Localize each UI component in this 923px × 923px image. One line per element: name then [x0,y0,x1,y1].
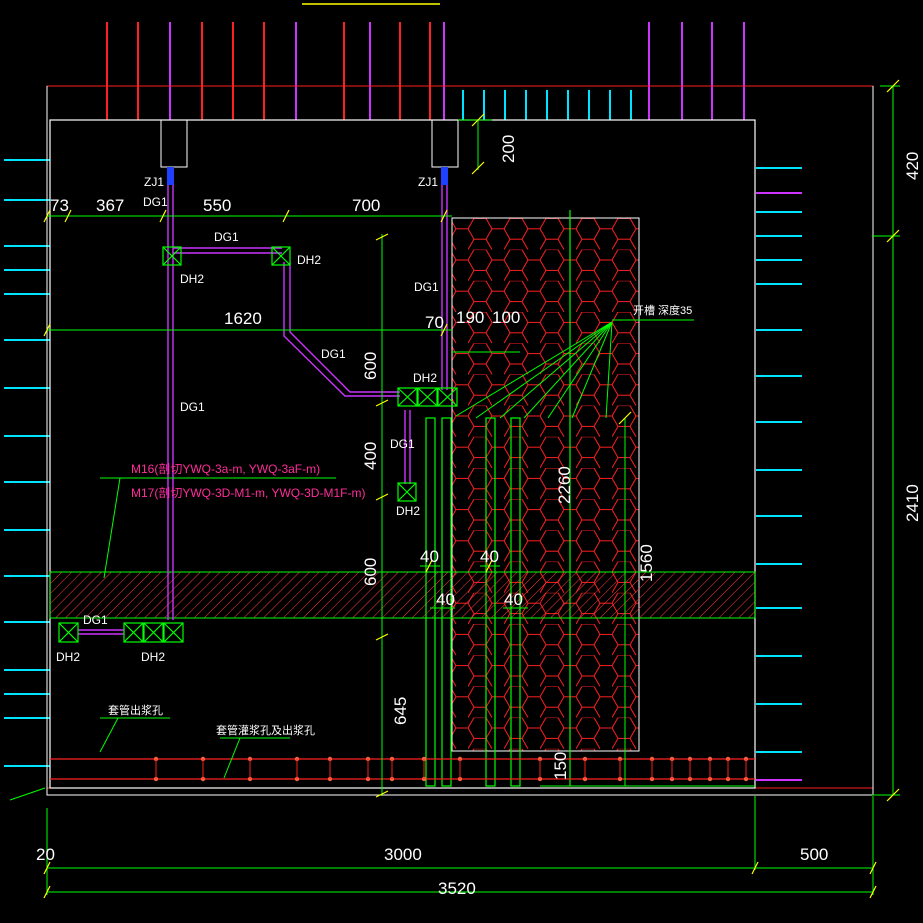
dim-40d: 40 [504,590,523,609]
zj1-right-marker [441,167,448,185]
dh2-top-mid-label: DH2 [297,253,321,267]
dim-2410: 2410 [903,484,922,522]
top-key-left [160,119,188,168]
dim-70: 70 [425,313,444,332]
dim-20: 20 [36,845,55,864]
dg1-short-label: DG1 [390,437,415,451]
zj1-left-marker [167,167,174,185]
dh2-triple-label: DH2 [413,371,437,385]
dim-190: 190 [456,308,484,327]
grooves [425,210,571,787]
dg1-top-left-label: DG1 [143,195,168,209]
spacing-note: 开槽 深度35 [633,303,692,317]
junction-box [163,622,184,643]
dim-550: 550 [203,196,231,215]
dim-3520: 3520 [438,879,476,898]
conduits [78,185,448,635]
dim-700: 700 [352,196,380,215]
dim-645: 645 [391,697,410,725]
dim-40c: 40 [436,590,455,609]
dh2-bottom-mid-label: DH2 [141,650,165,664]
dim-367: 367 [96,196,124,215]
dim-1560: 1560 [637,544,656,582]
dim-200: 200 [499,135,518,163]
wall-panel [49,119,756,789]
dg1-diagonal-label: DG1 [321,347,346,361]
dim-40b: 40 [480,547,499,566]
zj1-right-label: ZJ1 [418,175,438,189]
junction-box [437,387,458,407]
magenta-note-1: M16(剖切YWQ-3a-m, YWQ-3aF-m) [131,462,320,476]
junction-box [123,622,144,643]
dh2-top-left-label: DH2 [180,272,204,286]
zj1-left-label: ZJ1 [144,175,164,189]
junction-box [397,482,417,502]
junction-box [58,622,79,643]
dg1-bottom-label: DG1 [83,613,108,627]
labels: ZJ1 DG1 ZJ1 DG1 DH2 DH2 DG1 DG1 DH2 DG1 … [56,175,439,664]
dh2-bottom-left-label: DH2 [56,650,80,664]
dg1-horizontal-label: DG1 [214,230,239,244]
dim-500: 500 [800,845,828,864]
sleeve-out-note: 套管出浆孔 [108,703,163,717]
junction-box [143,622,164,643]
dimension-ticks [43,79,900,899]
dim-600a: 600 [361,352,380,380]
top-key-right [431,119,459,168]
dim-40a: 40 [420,547,439,566]
dg1-left-vertical-label: DG1 [180,400,205,414]
junction-boxes [58,246,458,643]
left-rebars [4,159,50,767]
right-rebars [756,167,802,753]
insulation-hex-area [451,217,640,752]
annotations: 开槽 深度35 M16(剖切YWQ-3a-m, YWQ-3aF-m) M17(剖… [108,303,692,737]
dim-3000: 3000 [384,845,422,864]
dim-2260: 2260 [555,466,574,504]
dim-600b: 600 [361,558,380,586]
junction-box [271,246,291,266]
dimension-texts: 73 367 550 700 1620 70 190 100 200 600 4… [36,135,922,898]
junction-box [397,387,418,407]
right-magenta-rebars [756,192,802,781]
magenta-note-2: M17(剖切YWQ-3D-M1-m, YWQ-3D-M1F-m) [131,486,365,500]
top-rebars [106,22,745,120]
outer-white-outline [46,86,874,796]
dim-1620: 1620 [224,309,262,328]
dg1-right-vertical-label: DG1 [414,280,439,294]
dim-420: 420 [903,152,922,180]
sleeve-rows [50,756,755,782]
dimension-lines [46,85,900,895]
junction-box [417,387,438,407]
junction-box [162,246,182,266]
dim-100: 100 [492,308,520,327]
dh2-single-label: DH2 [396,504,420,518]
note-leaders [9,319,694,801]
dim-400: 400 [361,442,380,470]
dim-73: 73 [50,196,69,215]
sleeve-in-note: 套管灌浆孔及出浆孔 [216,723,315,737]
dim-150: 150 [551,752,570,780]
